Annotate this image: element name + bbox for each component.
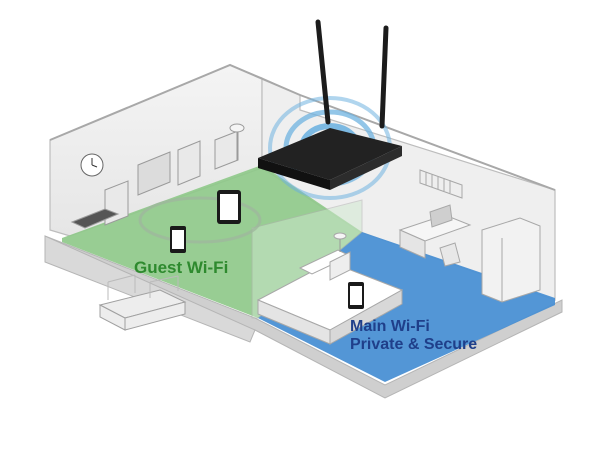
smartphone-icon — [348, 282, 364, 309]
smartphone-icon — [170, 226, 186, 253]
wardrobe — [481, 217, 541, 303]
bedroom-furniture — [256, 169, 541, 345]
main-wifi-label: Main Wi-Fi Private & Secure — [350, 318, 477, 355]
entry-stairs — [98, 274, 187, 331]
main-wifi-subtitle: Private & Secure — [350, 336, 478, 354]
wifi-router-icon — [258, 19, 402, 190]
tablet-icon — [217, 190, 241, 224]
living-room-furniture — [70, 123, 262, 244]
main-wifi-title: Main Wi-Fi — [350, 318, 430, 335]
tv-icon — [137, 151, 171, 196]
laptop-icon — [429, 204, 453, 228]
guest-wifi-label: Guest Wi-Fi — [134, 258, 229, 277]
